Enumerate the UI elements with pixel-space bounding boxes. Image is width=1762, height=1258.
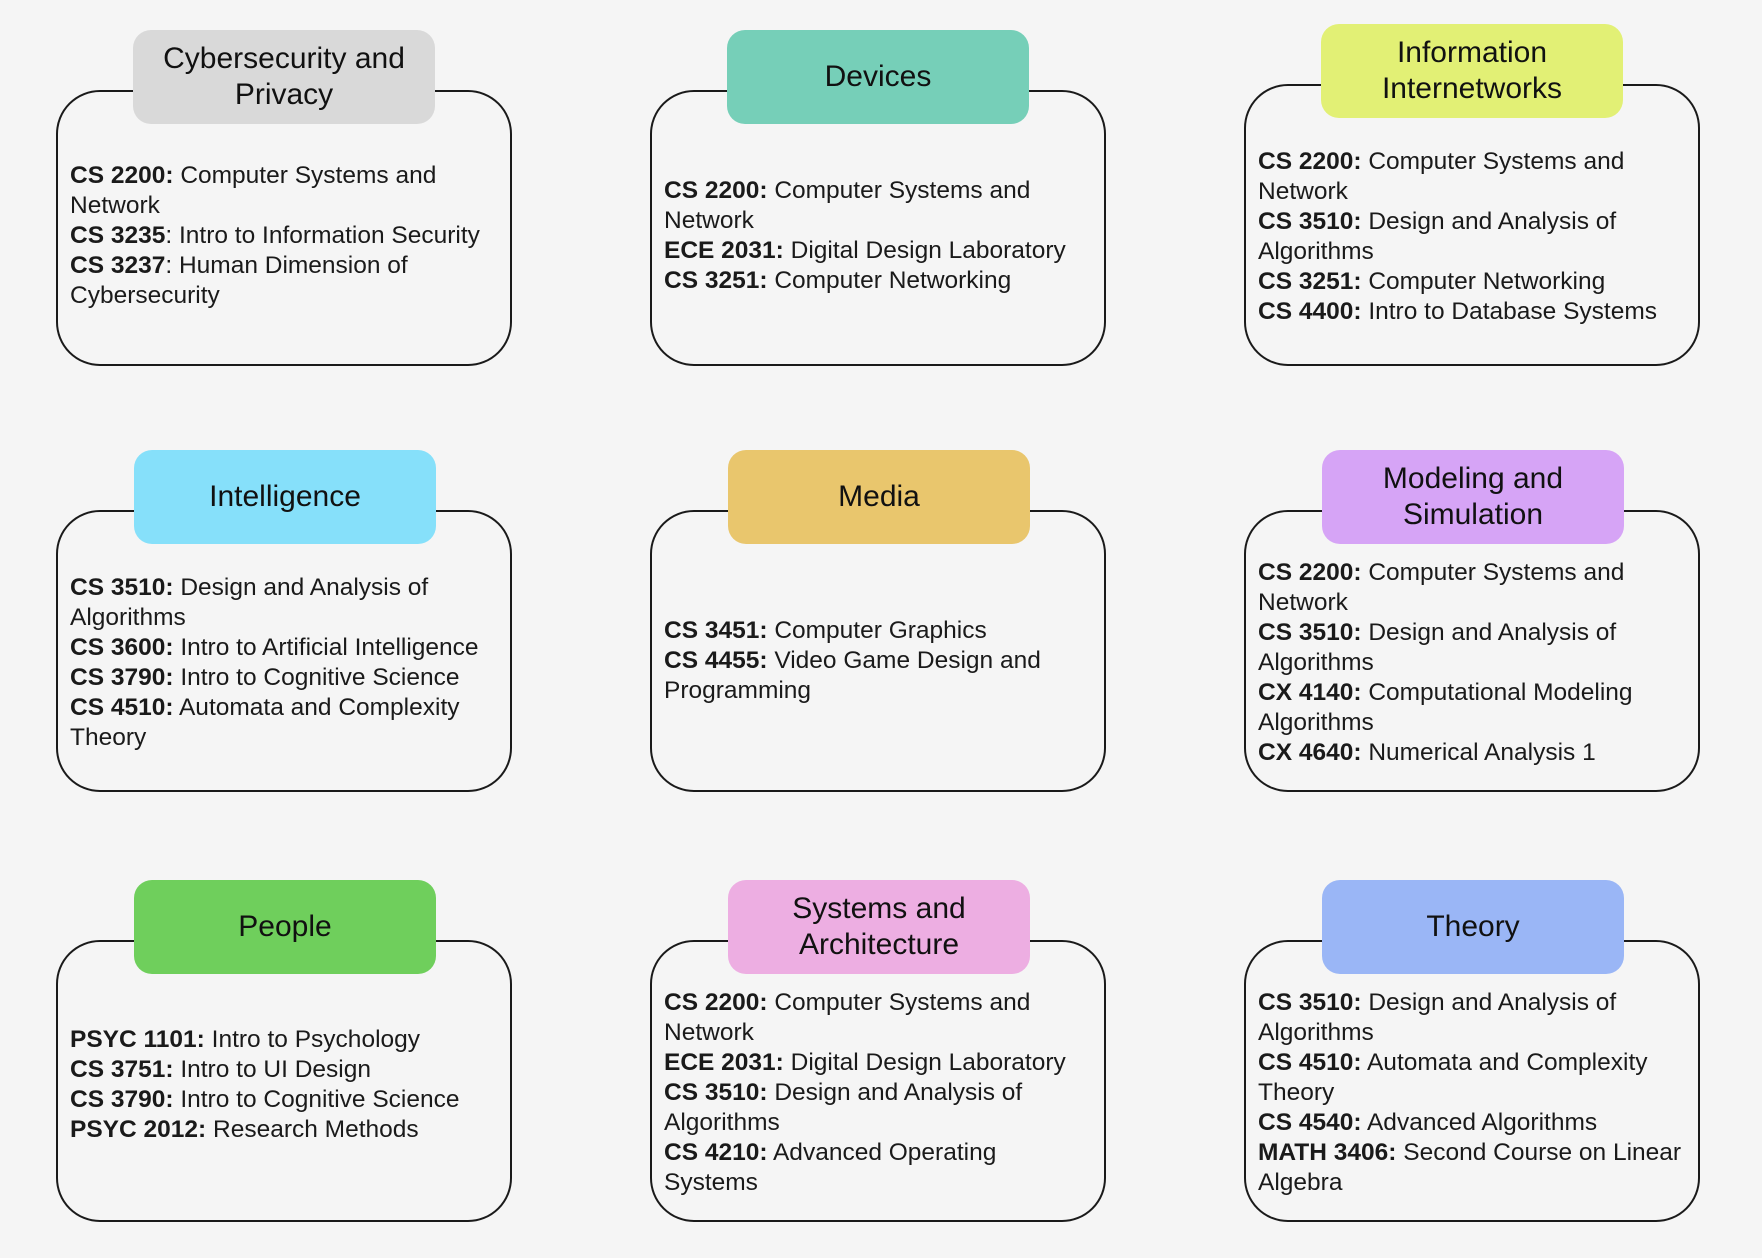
course-item: CS 3510: Design and Analysis of Algorith…	[1258, 989, 1617, 1046]
course-item: CS 3790: Intro to Cognitive Science	[70, 664, 460, 691]
course-item: CS 2200: Computer Systems and Network	[1258, 559, 1625, 616]
course-item: CS 4210: Advanced Operating Systems	[664, 1139, 997, 1196]
track-card-theory: CS 3510: Design and Analysis of Algorith…	[1244, 940, 1700, 1222]
track-card-modeling-simulation: CS 2200: Computer Systems and Network CS…	[1244, 510, 1700, 792]
course-item: CS 3510: Design and Analysis of Algorith…	[1258, 619, 1617, 676]
course-item: PSYC 1101: Intro to Psychology	[70, 1026, 421, 1053]
track-card-cybersecurity: CS 2200: Computer Systems and Network CS…	[56, 90, 512, 366]
course-item: CS 4510: Automata and Complexity Theory	[1258, 1049, 1648, 1106]
course-item: CS 4455: Video Game Design and Programmi…	[664, 647, 1041, 704]
track-title-theory: Theory	[1322, 880, 1624, 974]
track-title-modeling-simulation: Modeling and Simulation	[1322, 450, 1624, 544]
track-card-media: CS 3451: Computer Graphics CS 4455: Vide…	[650, 510, 1106, 792]
course-list: CS 2200: Computer Systems and Network CS…	[1258, 558, 1688, 768]
course-item: ECE 2031: Digital Design Laboratory	[664, 1049, 1066, 1076]
course-list: CS 2200: Computer Systems and Network EC…	[664, 176, 1094, 296]
track-title-people: People	[134, 880, 436, 974]
track-title-devices: Devices	[727, 30, 1029, 124]
track-card-intelligence: CS 3510: Design and Analysis of Algorith…	[56, 510, 512, 792]
course-item: CS 3451: Computer Graphics	[664, 617, 987, 644]
course-list: CS 2200: Computer Systems and Network CS…	[70, 161, 500, 311]
course-item: CS 3510: Design and Analysis of Algorith…	[664, 1079, 1023, 1136]
course-list: CS 2200: Computer Systems and Network CS…	[1258, 147, 1688, 327]
course-item: CS 3251: Computer Networking	[664, 267, 1012, 294]
track-card-information-internetworks: CS 2200: Computer Systems and Network CS…	[1244, 84, 1700, 366]
course-item: CS 3237: Human Dimension of Cybersecurit…	[70, 252, 408, 309]
track-title-information-internetworks: Information Internetworks	[1321, 24, 1623, 118]
track-card-devices: CS 2200: Computer Systems and Network EC…	[650, 90, 1106, 366]
course-item: CX 4640: Numerical Analysis 1	[1258, 739, 1596, 766]
course-item: CS 3600: Intro to Artificial Intelligenc…	[70, 634, 479, 661]
course-item: CS 3790: Intro to Cognitive Science	[70, 1086, 460, 1113]
course-list: CS 2200: Computer Systems and Network EC…	[664, 988, 1094, 1198]
course-item: MATH 3406: Second Course on Linear Algeb…	[1258, 1139, 1682, 1196]
course-item: CS 4540: Advanced Algorithms	[1258, 1109, 1598, 1136]
track-title-cybersecurity: Cybersecurity and Privacy	[133, 30, 435, 124]
course-item: CS 3235: Intro to Information Security	[70, 222, 480, 249]
course-item: CS 2200: Computer Systems and Network	[664, 177, 1031, 234]
course-item: CS 3510: Design and Analysis of Algorith…	[1258, 208, 1617, 265]
course-item: CS 2200: Computer Systems and Network	[664, 989, 1031, 1046]
course-item: PSYC 2012: Research Methods	[70, 1116, 419, 1143]
course-list: CS 3510: Design and Analysis of Algorith…	[1258, 988, 1688, 1198]
track-title-media: Media	[728, 450, 1030, 544]
course-list: CS 3451: Computer Graphics CS 4455: Vide…	[664, 616, 1094, 706]
course-item: CS 2200: Computer Systems and Network	[1258, 148, 1625, 205]
track-card-people: PSYC 1101: Intro to Psychology CS 3751: …	[56, 940, 512, 1222]
course-item: CS 3251: Computer Networking	[1258, 268, 1606, 295]
track-title-intelligence: Intelligence	[134, 450, 436, 544]
track-title-systems-architecture: Systems and Architecture	[728, 880, 1030, 974]
course-list: PSYC 1101: Intro to Psychology CS 3751: …	[70, 1025, 500, 1145]
track-card-systems-architecture: CS 2200: Computer Systems and Network EC…	[650, 940, 1106, 1222]
course-list: CS 3510: Design and Analysis of Algorith…	[70, 573, 500, 753]
course-item: CX 4140: Computational Modeling Algorith…	[1258, 679, 1633, 736]
course-item: CS 2200: Computer Systems and Network	[70, 162, 437, 219]
course-item: ECE 2031: Digital Design Laboratory	[664, 237, 1066, 264]
course-item: CS 3751: Intro to UI Design	[70, 1056, 371, 1083]
course-item: CS 3510: Design and Analysis of Algorith…	[70, 574, 429, 631]
course-item: CS 4510: Automata and Complexity Theory	[70, 694, 460, 751]
course-item: CS 4400: Intro to Database Systems	[1258, 298, 1658, 325]
